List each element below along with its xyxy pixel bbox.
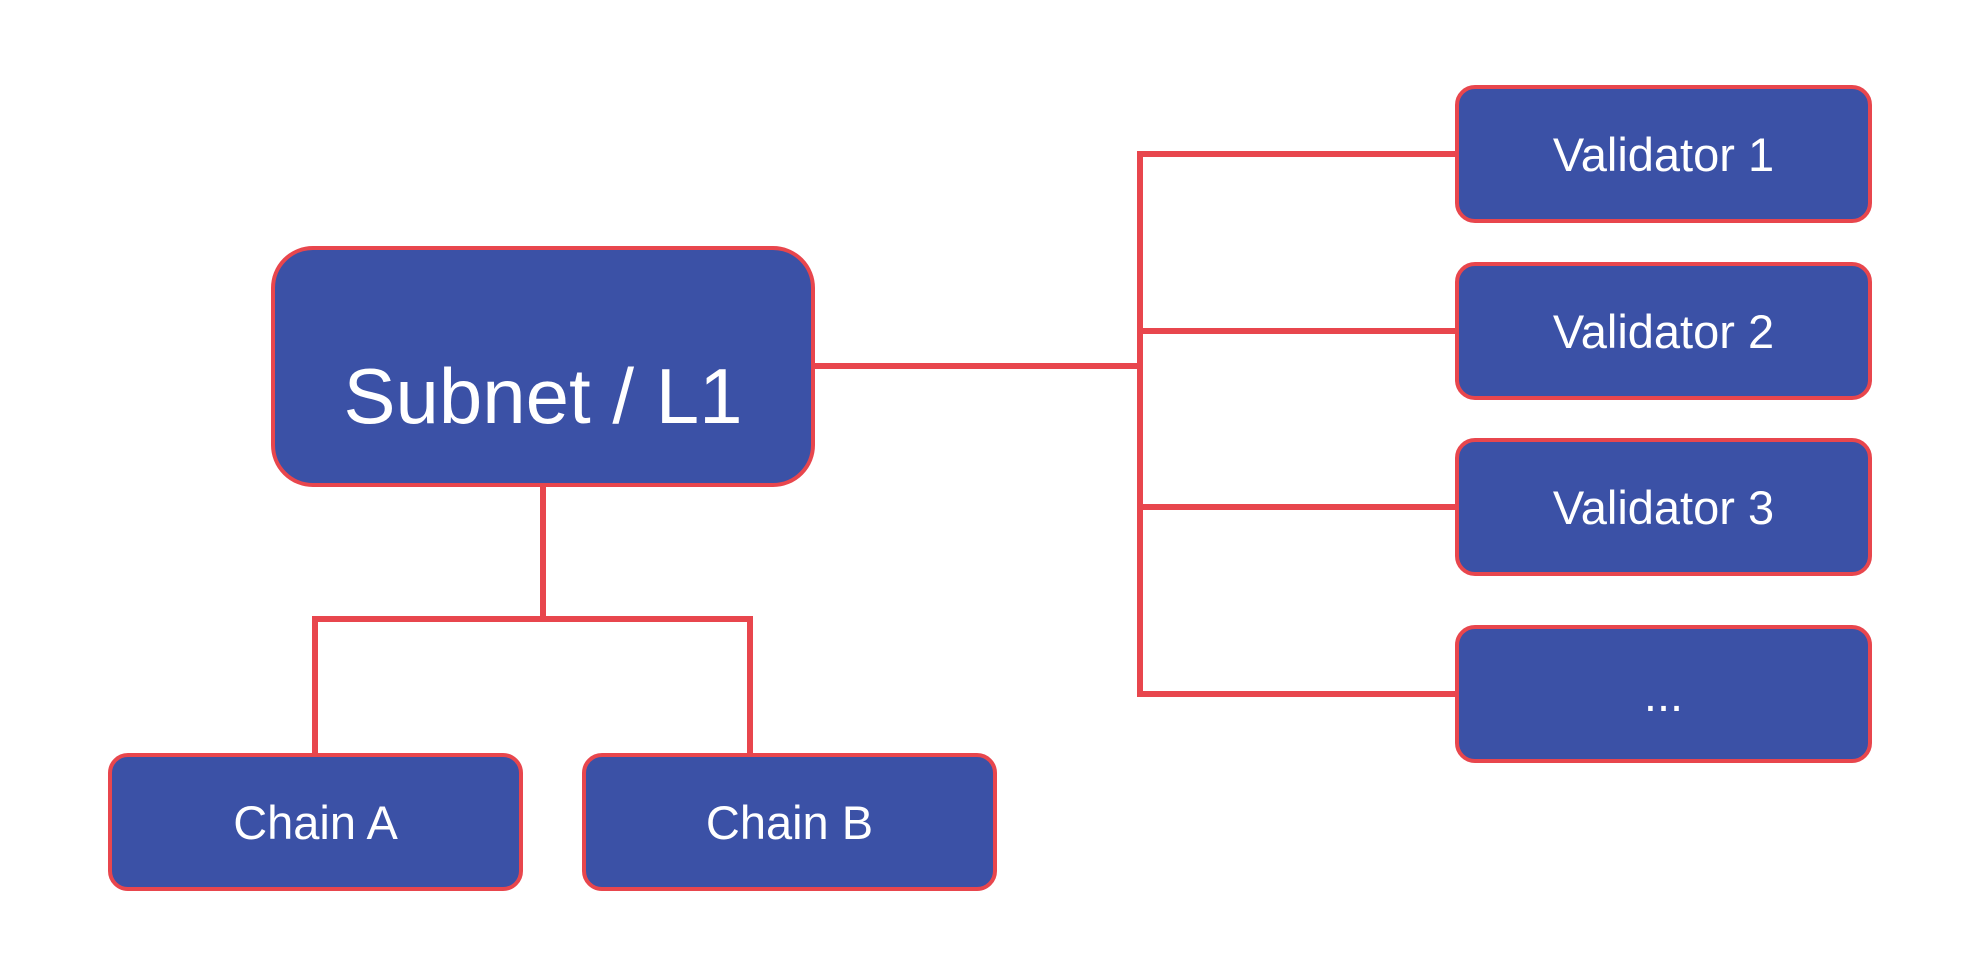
validator-node-3: Validator 3 <box>1455 438 1872 576</box>
chain-node-b: Chain B <box>582 753 997 891</box>
subnet-node-label: Subnet / L1 <box>343 352 743 440</box>
validator-node-more-label: ... <box>1643 667 1684 721</box>
subnet-node: Subnet / L1 <box>271 246 815 487</box>
validator-node-more: ... <box>1455 625 1872 763</box>
chain-node-a: Chain A <box>108 753 523 891</box>
validator-node-1: Validator 1 <box>1455 85 1872 223</box>
validator-node-1-label: Validator 1 <box>1552 127 1775 181</box>
chain-node-a-label: Chain A <box>233 795 398 849</box>
validator-node-2: Validator 2 <box>1455 262 1872 400</box>
chain-node-b-label: Chain B <box>705 795 874 849</box>
validator-node-2-label: Validator 2 <box>1552 304 1775 358</box>
validator-node-3-label: Validator 3 <box>1552 480 1775 534</box>
